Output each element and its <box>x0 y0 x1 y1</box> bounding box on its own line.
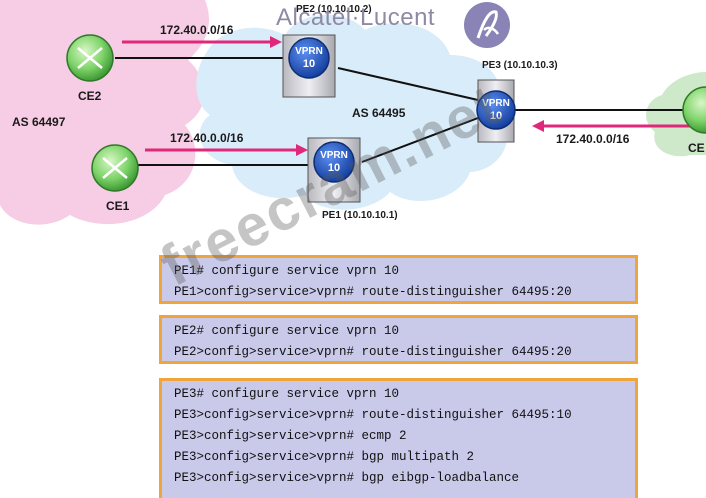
vprn-label: VPRN <box>320 150 348 161</box>
vprn-label: VPRN <box>295 46 323 57</box>
pe2-label: PE2 (10.10.10.2) <box>296 4 372 15</box>
pe1-config-block: PE1# configure service vprn 10 PE1>confi… <box>159 255 638 304</box>
alcatel-lucent-logo-icon <box>464 2 510 48</box>
pe1-label: PE1 (10.10.10.1) <box>322 210 398 221</box>
ce3-label: CE <box>688 141 705 155</box>
config-line: PE2>config>service>vprn# route-distingui… <box>174 345 572 359</box>
vprn-label: VPRN <box>482 98 510 109</box>
as-64497-cloud <box>0 0 209 225</box>
config-line: PE1# configure service vprn 10 <box>174 264 400 278</box>
pe1-router: VPRN 10 <box>307 137 361 203</box>
config-line: PE2# configure service vprn 10 <box>174 324 400 338</box>
brand-name: Alcatel·Lucent <box>276 4 436 31</box>
config-line: PE3>config>service>vprn# ecmp 2 <box>174 429 407 443</box>
network-diagram: VPRN 10 VPRN 10 VPRN 10 172.40.0.0/16 17… <box>0 0 706 225</box>
config-line: PE1>config>service>vprn# route-distingui… <box>174 285 572 299</box>
config-line: PE3>config>service>vprn# bgp eibgp-loadb… <box>174 471 520 485</box>
vprn-id: 10 <box>490 110 502 122</box>
router-cross-icon <box>102 157 128 179</box>
ce2-label: CE2 <box>78 89 102 103</box>
pe3-router: VPRN 10 <box>476 79 516 143</box>
pe3-config-block: PE3# configure service vprn 10 PE3>confi… <box>159 378 638 498</box>
ce1-router <box>91 144 139 192</box>
ce2-router <box>66 34 114 82</box>
ce3-router <box>682 86 706 134</box>
prefix-ce1-label: 172.40.0.0/16 <box>170 131 244 145</box>
config-line: PE3>config>service>vprn# route-distingui… <box>174 408 572 422</box>
pe2-router: VPRN 10 <box>282 34 336 98</box>
as-64495-cloud <box>196 14 508 210</box>
ce1-label: CE1 <box>106 199 130 213</box>
vprn-id: 10 <box>303 58 315 70</box>
links <box>115 57 706 166</box>
as-64495-label: AS 64495 <box>352 106 406 120</box>
pe2-config-block: PE2# configure service vprn 10 PE2>confi… <box>159 315 638 364</box>
route-arrows <box>122 36 706 156</box>
config-line: PE3# configure service vprn 10 <box>174 387 400 401</box>
prefix-ce3-label: 172.40.0.0/16 <box>556 132 630 146</box>
config-line: PE3>config>service>vprn# bgp multipath 2 <box>174 450 475 464</box>
pe3-label: PE3 (10.10.10.3) <box>482 60 558 71</box>
router-cross-icon <box>77 47 103 69</box>
as-64497-label: AS 64497 <box>12 115 66 129</box>
vprn-id: 10 <box>328 162 340 174</box>
prefix-ce2-label: 172.40.0.0/16 <box>160 23 234 37</box>
